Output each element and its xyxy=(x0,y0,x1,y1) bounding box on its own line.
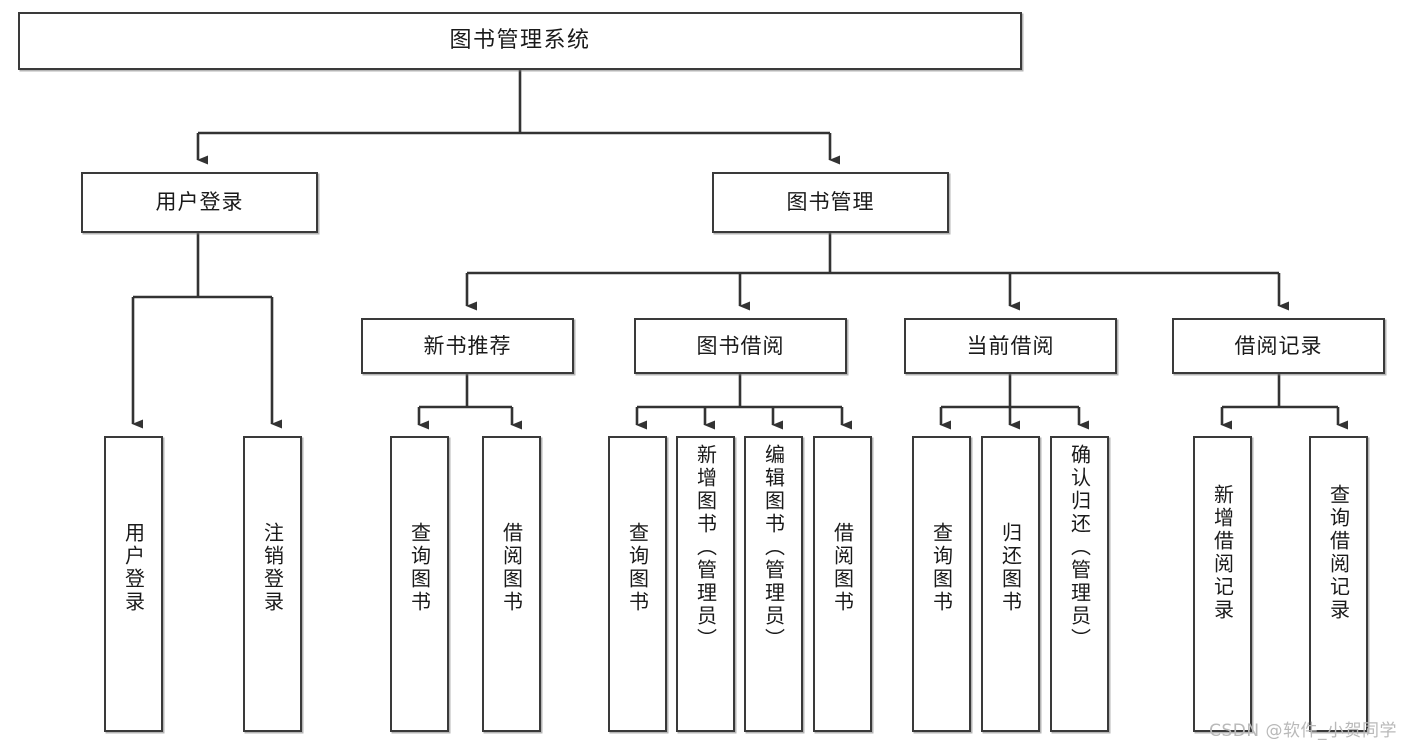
node-label: 注销登录 xyxy=(260,522,285,614)
leaf-user-login[interactable]: 用户登录 xyxy=(104,436,163,732)
node-label: 确认归还（管理员） xyxy=(1067,444,1092,651)
node-label: 查询图书 xyxy=(929,522,954,614)
node-borrow-record[interactable]: 借阅记录 xyxy=(1172,318,1385,374)
node-label: 查询图书 xyxy=(625,522,650,614)
node-label: 图书借阅 xyxy=(696,333,785,358)
leaf-user-logout[interactable]: 注销登录 xyxy=(243,436,302,732)
leaf-borrow-book-recommend[interactable]: 借阅图书 xyxy=(482,436,541,732)
node-label: 借阅图书 xyxy=(499,522,524,614)
node-label: 归还图书 xyxy=(998,522,1023,614)
leaf-borrow-book[interactable]: 借阅图书 xyxy=(813,436,872,732)
node-label: 图书管理系统 xyxy=(449,28,591,54)
node-user-login[interactable]: 用户登录 xyxy=(81,172,318,233)
node-root-book-management-system[interactable]: 图书管理系统 xyxy=(18,12,1022,70)
leaf-query-book-borrow[interactable]: 查询图书 xyxy=(608,436,667,732)
leaf-edit-book-admin[interactable]: 编辑图书（管理员） xyxy=(744,436,803,732)
node-label: 新增借阅记录 xyxy=(1210,484,1235,622)
node-label: 查询借阅记录 xyxy=(1326,484,1351,622)
node-label: 新增图书（管理员） xyxy=(693,444,718,651)
node-label: 借阅图书 xyxy=(830,522,855,614)
leaf-return-book[interactable]: 归还图书 xyxy=(981,436,1040,732)
leaf-confirm-return-admin[interactable]: 确认归还（管理员） xyxy=(1050,436,1109,732)
leaf-query-book-current[interactable]: 查询图书 xyxy=(912,436,971,732)
csdn-watermark: CSDN @软件_小贺同学 xyxy=(1209,721,1397,741)
node-label: 编辑图书（管理员） xyxy=(761,444,786,651)
node-label: 当前借阅 xyxy=(966,333,1055,358)
node-label: 用户登录 xyxy=(121,522,146,614)
node-book-borrow[interactable]: 图书借阅 xyxy=(634,318,847,374)
leaf-query-borrow-record[interactable]: 查询借阅记录 xyxy=(1309,436,1368,732)
leaf-add-book-admin[interactable]: 新增图书（管理员） xyxy=(676,436,735,732)
node-new-book-recommend[interactable]: 新书推荐 xyxy=(361,318,574,374)
node-label: 借阅记录 xyxy=(1234,333,1323,358)
node-book-management[interactable]: 图书管理 xyxy=(712,172,949,233)
node-label: 用户登录 xyxy=(155,190,244,215)
node-label: 图书管理 xyxy=(786,190,875,215)
leaf-add-borrow-record[interactable]: 新增借阅记录 xyxy=(1193,436,1252,732)
node-label: 查询图书 xyxy=(407,522,432,614)
node-current-borrow[interactable]: 当前借阅 xyxy=(904,318,1117,374)
leaf-query-book-recommend[interactable]: 查询图书 xyxy=(390,436,449,732)
node-label: 新书推荐 xyxy=(423,333,512,358)
